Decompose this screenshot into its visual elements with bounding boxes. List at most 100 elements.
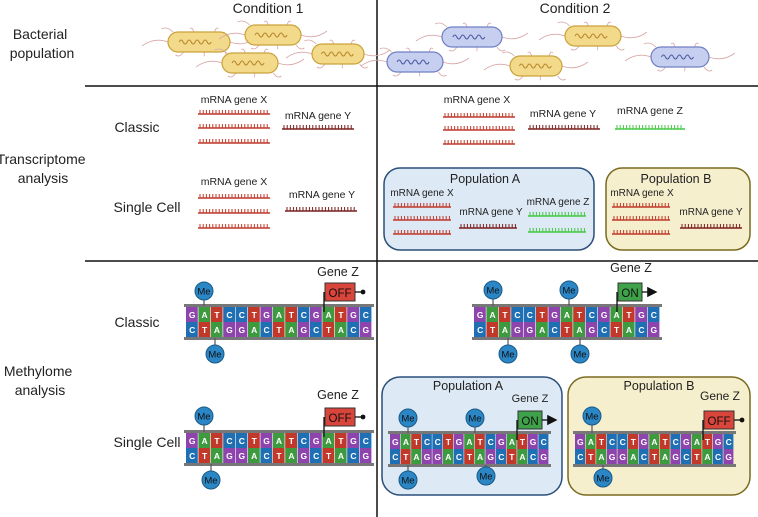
- dna-base-top: [606, 434, 617, 449]
- dna-base-top: [496, 434, 506, 449]
- dna-base-bottom: [443, 449, 453, 464]
- dna-base-bottom: [511, 322, 523, 337]
- dna-base-top: [596, 434, 607, 449]
- dna-base-letter: G: [725, 452, 732, 462]
- dna-backbone: [184, 463, 374, 466]
- dna-base-bottom: [210, 322, 223, 337]
- methyl-circle: [205, 344, 225, 364]
- dna-base-letter: C: [189, 325, 195, 335]
- dna-base-top: [400, 434, 411, 449]
- mrna-strand: [393, 216, 451, 221]
- dna-base-letter: C: [239, 310, 245, 320]
- dna-base-top: [702, 434, 713, 449]
- dna-base-letter: T: [289, 436, 295, 446]
- dna-base-letter: T: [631, 437, 637, 447]
- methyl-group: Me: [582, 406, 602, 433]
- dna-base-top: [248, 433, 260, 448]
- dna-base-letter: A: [651, 437, 657, 447]
- methyl-label: Me: [401, 476, 414, 487]
- flagellum: [218, 32, 246, 40]
- dna-backbone: [472, 304, 662, 307]
- mrna-strand: [443, 113, 515, 118]
- flagellum: [657, 66, 666, 72]
- dna-base-letter: A: [630, 452, 636, 462]
- dna-base-top: [635, 307, 647, 322]
- mrna-strand: [198, 209, 270, 214]
- dna-base-top: [474, 307, 486, 322]
- methyl-label: Me: [573, 350, 586, 361]
- dna-base-letter: A: [502, 325, 508, 335]
- flagellum: [616, 45, 625, 51]
- dna-base-letter: C: [350, 451, 356, 461]
- dna-base-letter: A: [466, 437, 472, 447]
- dna-base-letter: C: [589, 310, 595, 320]
- dna-base-letter: G: [392, 437, 399, 447]
- dna-base-letter: G: [551, 310, 558, 320]
- dna-base-bottom: [285, 448, 297, 463]
- dna-base-letter: G: [526, 325, 533, 335]
- population-b-methylome-label: Population B: [624, 379, 695, 393]
- mrna-strand: [680, 224, 742, 229]
- dna-base-top: [610, 307, 623, 322]
- on-label: ON: [621, 288, 638, 300]
- dna-base-letter: G: [238, 451, 245, 461]
- dna-base-bottom: [691, 449, 702, 464]
- dna-base-top: [390, 434, 400, 449]
- dna-base-top: [186, 307, 198, 322]
- row-header-transcriptome-line-2: analysis: [18, 170, 69, 186]
- dna-base-top: [628, 434, 638, 449]
- dna-base-letter: G: [577, 437, 584, 447]
- flagellum: [241, 48, 246, 54]
- dna-base-bottom: [272, 448, 285, 463]
- bacterium: [483, 51, 589, 81]
- mrna-strand: [198, 194, 270, 199]
- gene-z-label: Gene Z: [317, 265, 359, 279]
- dna-base-top: [474, 434, 485, 449]
- mrna-gene-y-label: mRNA gene Y: [459, 207, 523, 218]
- dna-base-bottom: [659, 449, 670, 464]
- mrna-gene-y-label: mRNA gene Y: [289, 189, 355, 201]
- bacterium-dna-coil: [574, 33, 608, 39]
- dna-base-top: [681, 434, 691, 449]
- dna-base-bottom: [186, 322, 198, 337]
- dna-base-bottom: [400, 449, 411, 464]
- dna-base-top: [347, 433, 359, 448]
- bacterium-body: [564, 25, 622, 47]
- dna-base-bottom: [573, 322, 585, 337]
- bacterium-body: [650, 46, 710, 68]
- dna-base-bottom: [248, 448, 260, 463]
- row-header-transcriptome: Transcriptome analysis: [0, 151, 89, 186]
- flagellum: [264, 20, 269, 26]
- dna-base-letter: C: [301, 436, 307, 446]
- dna-base-letter: C: [726, 437, 732, 447]
- mrna-strand: [528, 228, 586, 233]
- dna-base-bottom: [390, 449, 400, 464]
- subrow-single-cell-methylome: Single Cell: [114, 434, 181, 450]
- bacterium: [195, 48, 305, 78]
- dna-base-letter: A: [403, 437, 409, 447]
- dna-base-bottom: [585, 322, 598, 337]
- dna-base-bottom: [527, 449, 538, 464]
- dna-base-top: [297, 433, 310, 448]
- subrow-classic-transcriptome: Classic: [114, 119, 159, 135]
- dna-base-letter: A: [214, 451, 220, 461]
- bacteria-illustrations: [141, 20, 736, 81]
- dna-base-bottom: [260, 448, 273, 463]
- dna-base-letter: C: [641, 452, 647, 462]
- dna-base-top: [322, 307, 335, 322]
- bacterium-dna-coil: [396, 59, 430, 65]
- mrna-gene-z-label: mRNA gene Z: [617, 105, 684, 117]
- mrna-strand: [612, 230, 670, 235]
- dna-base-top: [272, 307, 285, 322]
- mrna-strand: [443, 126, 515, 131]
- dna-base-bottom: [560, 322, 573, 337]
- dna-base-bottom: [474, 449, 485, 464]
- dna-base-letter: A: [202, 310, 208, 320]
- flagellum: [237, 20, 250, 26]
- dna-base-top: [359, 433, 372, 448]
- dna-base-letter: A: [288, 325, 294, 335]
- dna-base-letter: C: [456, 452, 462, 462]
- dna-base-letter: T: [614, 325, 620, 335]
- methyl-group: Me: [194, 406, 214, 432]
